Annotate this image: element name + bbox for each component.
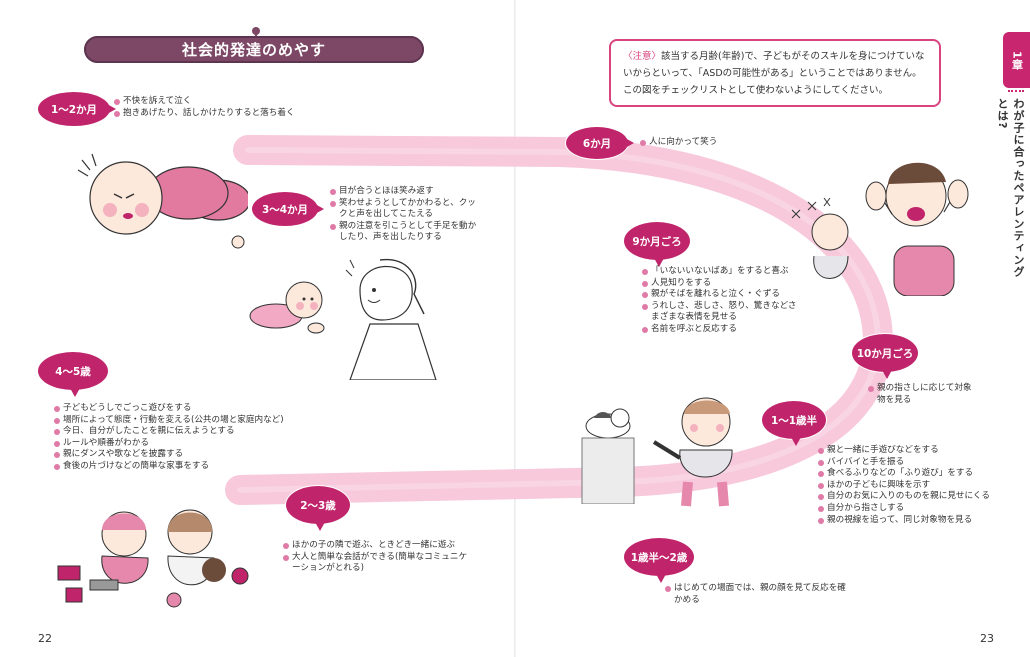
age-badge-3-4-months: 3〜4か月: [252, 192, 324, 226]
milestone-item: 親がそばを離れると泣く・ぐずる: [642, 289, 801, 301]
milestones-1.5-2-years: はじめての場面では、親の顔を見て反応を確かめる: [665, 583, 854, 606]
page-number-right: 23: [980, 632, 994, 645]
milestones-1-2-months: 不快を訴えて泣く 抱きあげたり、話しかけたりすると落ち着く: [114, 96, 295, 119]
milestones-4-5-years: 子どもどうしでごっこ遊びをする 場所によって態度・行動を変える(公共の場と家庭内…: [54, 403, 284, 473]
caution-label: 〈注意〉: [623, 51, 662, 62]
milestone-item: 「いないいないばあ」をすると喜ぶ: [642, 266, 801, 278]
crawling-baby-illustration: [249, 281, 325, 334]
milestone-item: 今日、自分がしたことを親に伝えようとする: [54, 426, 284, 438]
milestone-item: 人見知りをする: [642, 278, 801, 290]
milestone-item: 場所によって態度・行動を変える(公共の場と家庭内など): [54, 415, 284, 427]
caution-note: 〈注意〉該当する月齢(年齢)で、子どもがそのスキルを身につけていないからといって…: [609, 39, 941, 107]
milestone-item: 目が合うとほほ笑み返す: [330, 186, 479, 198]
milestone-item: 食後の片づけなどの簡単な家事をする: [54, 461, 284, 473]
age-badge-10-months: 10か月ごろ: [852, 334, 918, 379]
milestones-3-4-months: 目が合うとほほ笑み返す 笑わせようとしてかかわると、クックと声を出してこたえる …: [330, 186, 479, 244]
title-pin: [252, 27, 260, 35]
milestone-item: はじめての場面では、親の顔を見て反応を確かめる: [665, 583, 854, 606]
milestone-item: 親の視線を追って、同じ対象物を見る: [818, 515, 990, 527]
milestone-item: 食べるふりなどの「ふり遊び」をする: [818, 468, 990, 480]
age-badge-9-months: 9か月ごろ: [624, 222, 690, 267]
children-playing-illustration: [57, 509, 249, 608]
age-badge-1.5-2-years: 1歳半〜2歳: [624, 538, 694, 583]
milestone-item: 抱きあげたり、話しかけたりすると落ち着く: [114, 108, 295, 120]
age-badge-1-2-months: 1〜2か月: [38, 92, 116, 126]
page-gutter: [514, 0, 516, 657]
milestone-item: 親の指さしに応じて対象物を見る: [868, 383, 973, 406]
page-title: 社会的発達のめやす: [84, 36, 424, 63]
milestone-item: 自分のお気に入りのものを親に見せにくる: [818, 491, 990, 503]
milestone-item: ルールや順番がわかる: [54, 438, 284, 450]
chapter-heading: わが子に合ったペアレンティングとは?: [996, 98, 1025, 278]
page-number-left: 22: [38, 632, 52, 645]
age-badge-4-5-years: 4〜5歳: [38, 352, 108, 397]
toddler-pointing-illustration: [652, 397, 733, 507]
milestones-6-months: 人に向かって笑う: [640, 137, 717, 149]
caution-text: 該当する月齢(年齢)で、子どもがそのスキルを身につけていないからといって、「AS…: [623, 51, 925, 96]
age-badge-1-1.5-years: 1〜1歳半: [762, 401, 826, 446]
chapter-divider: [1008, 90, 1024, 94]
milestone-item: バイバイと手を振る: [818, 457, 990, 469]
milestone-item: 親と一緒に手遊びなどをする: [818, 445, 990, 457]
milestone-item: 親にダンスや歌などを披露する: [54, 449, 284, 461]
crying-baby-illustration: [77, 153, 248, 249]
milestone-item: 笑わせようとしてかかわると、クックと声を出してこたえる: [330, 198, 479, 221]
title-hanger: [255, 32, 257, 38]
milestone-item: 大人と簡単な会話ができる(簡単なコミュニケーションがとれる): [283, 552, 468, 575]
milestone-item: 親の注意を引こうとして手足を動かしたり、声を出したりする: [330, 221, 479, 244]
chapter-tab: 1章: [1003, 32, 1030, 88]
age-badge-6-months: 6か月: [566, 127, 634, 159]
milestone-item: ほかの子の隣で遊ぶ、ときどき一緒に遊ぶ: [283, 540, 468, 552]
milestone-item: 人に向かって笑う: [640, 137, 717, 149]
milestone-item: 自分から指さしする: [818, 503, 990, 515]
milestone-item: ほかの子どもに興味を示す: [818, 480, 990, 492]
father-peekaboo-illustration: [791, 162, 969, 296]
milestones-1-1.5-years: 親と一緒に手遊びなどをする バイバイと手を振る 食べるふりなどの「ふり遊び」をす…: [818, 445, 990, 526]
milestones-10-months: 親の指さしに応じて対象物を見る: [868, 383, 973, 406]
milestone-item: 子どもどうしでごっこ遊びをする: [54, 403, 284, 415]
cat-illustration: [581, 408, 635, 504]
age-badge-2-3-years: 2〜3歳: [286, 486, 350, 531]
milestone-item: うれしさ、悲しさ、怒り、驚きなどさまざまな表情を見せる: [642, 301, 801, 324]
milestone-item: 名前を呼ぶと反応する: [642, 324, 801, 336]
mother-illustration: [345, 258, 437, 380]
milestone-item: 不快を訴えて泣く: [114, 96, 295, 108]
milestones-9-months: 「いないいないばあ」をすると喜ぶ 人見知りをする 親がそばを離れると泣く・ぐずる…: [642, 266, 801, 336]
milestones-2-3-years: ほかの子の隣で遊ぶ、ときどき一緒に遊ぶ 大人と簡単な会話ができる(簡単なコミュニ…: [283, 540, 468, 575]
